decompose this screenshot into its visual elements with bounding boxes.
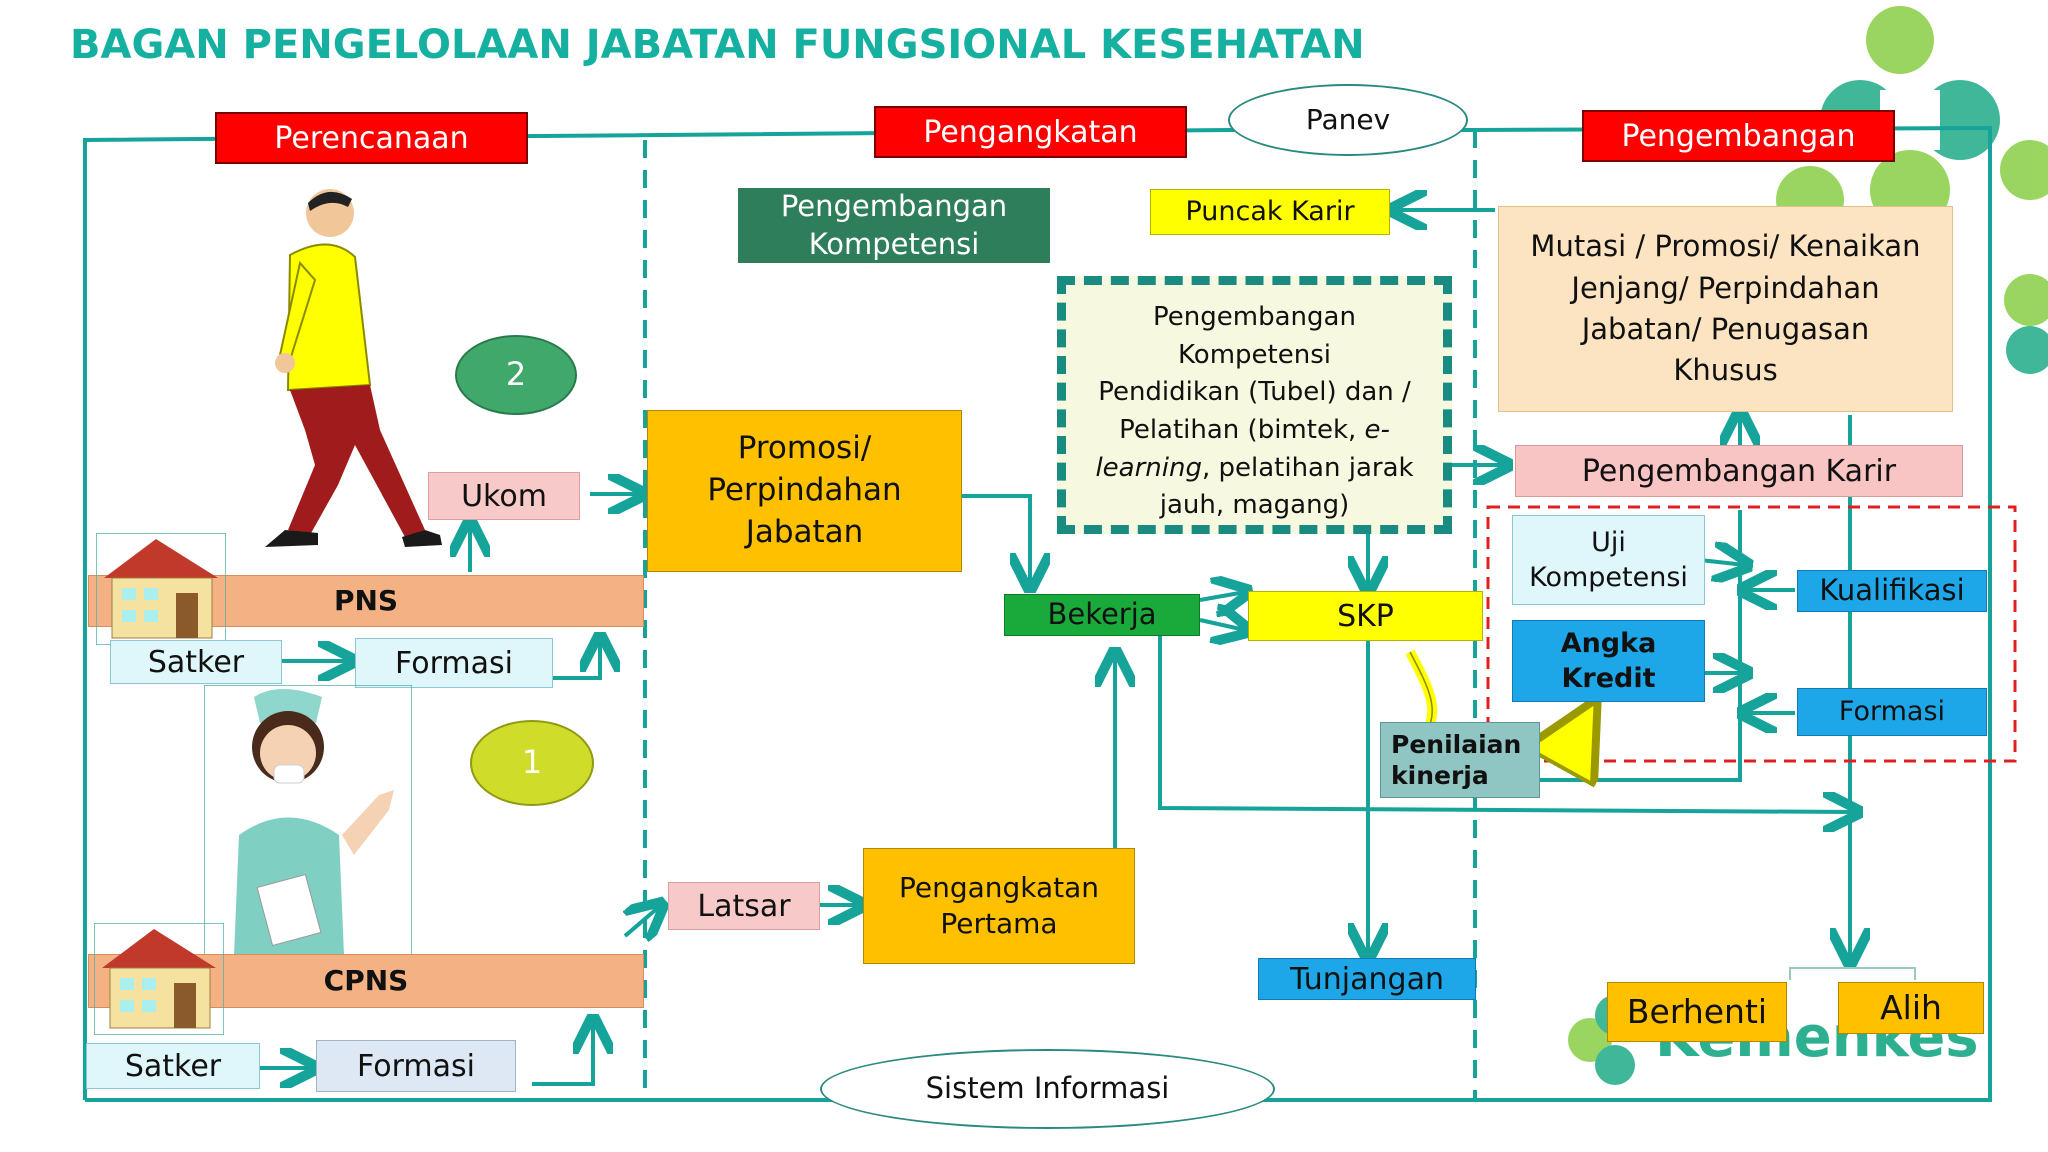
panev-ellipse: Panev <box>1228 84 1468 156</box>
header-perencanaan: Perencanaan <box>215 112 528 164</box>
mutasi-box: Mutasi / Promosi/ Kenaikan Jenjang/ Perp… <box>1498 206 1953 412</box>
dev-line-4-italic: e- <box>1364 415 1390 446</box>
house-icon <box>94 923 224 1035</box>
puncak-karir-box: Puncak Karir <box>1150 189 1390 235</box>
tunjangan-box: Tunjangan <box>1258 958 1476 1000</box>
angka-kredit-box: Angka Kredit <box>1512 620 1705 702</box>
pengembangan-karir-box: Pengembangan Karir <box>1515 445 1963 497</box>
bekerja-box: Bekerja <box>1004 594 1200 636</box>
promosi-box: Promosi/ Perpindahan Jabatan <box>647 410 962 572</box>
formasi-box-cpns: Formasi <box>316 1040 516 1092</box>
page-title: BAGAN PENGELOLAAN JABATAN FUNGSIONAL KES… <box>70 22 1365 68</box>
step-circle-1: 1 <box>470 720 594 806</box>
pengembangan-kompetensi-label: Pengembangan Kompetensi <box>738 188 1050 263</box>
dev-line-6: jauh, magang) <box>1159 490 1350 521</box>
pengangkatan-pertama-box: Pengangkatan Pertama <box>863 848 1135 964</box>
house-icon <box>96 533 226 645</box>
header-pengembangan: Pengembangan <box>1582 110 1895 162</box>
uji-kompetensi-box: Uji Kompetensi <box>1512 515 1705 605</box>
dev-line-5: learning, pelatihan jarak <box>1066 450 1443 488</box>
skp-box: SKP <box>1248 591 1483 641</box>
pengembangan-kompetensi-detail-box: Pengembangan Kompetensi Pendidikan (Tube… <box>1057 276 1452 534</box>
dev-line-1: Pengembangan <box>1153 302 1356 332</box>
dev-line-2: Kompetensi <box>1178 339 1331 370</box>
sistem-informasi-ellipse: Sistem Informasi <box>820 1049 1275 1129</box>
cpns-nurse-illustration <box>204 685 412 955</box>
dev-line-5-italic: learning <box>1095 452 1202 483</box>
penilaian-kinerja-box: Penilaian kinerja <box>1380 722 1540 798</box>
alih-box: Alih <box>1838 982 1984 1034</box>
dev-line-4: Pelatihan (bimtek, e- <box>1066 412 1443 450</box>
dev-line-5-main: , pelatihan jarak <box>1201 452 1414 483</box>
dev-line-3: Pendidikan (Tubel) dan / <box>1098 377 1411 408</box>
pns-man-illustration <box>265 189 442 547</box>
ukom-box: Ukom <box>428 472 580 520</box>
formasi-box-pns: Formasi <box>355 638 553 688</box>
dev-line-4-main: Pelatihan (bimtek, <box>1119 415 1365 446</box>
satker-box-cpns: Satker <box>86 1043 260 1089</box>
latsar-box: Latsar <box>668 882 820 930</box>
satker-box-pns: Satker <box>110 640 282 684</box>
kualifikasi-box: Kualifikasi <box>1797 570 1987 612</box>
formasi-box-right: Formasi <box>1797 688 1987 736</box>
header-pengangkatan: Pengangkatan <box>874 106 1187 158</box>
berhenti-box: Berhenti <box>1607 982 1787 1042</box>
step-circle-2: 2 <box>455 335 577 415</box>
